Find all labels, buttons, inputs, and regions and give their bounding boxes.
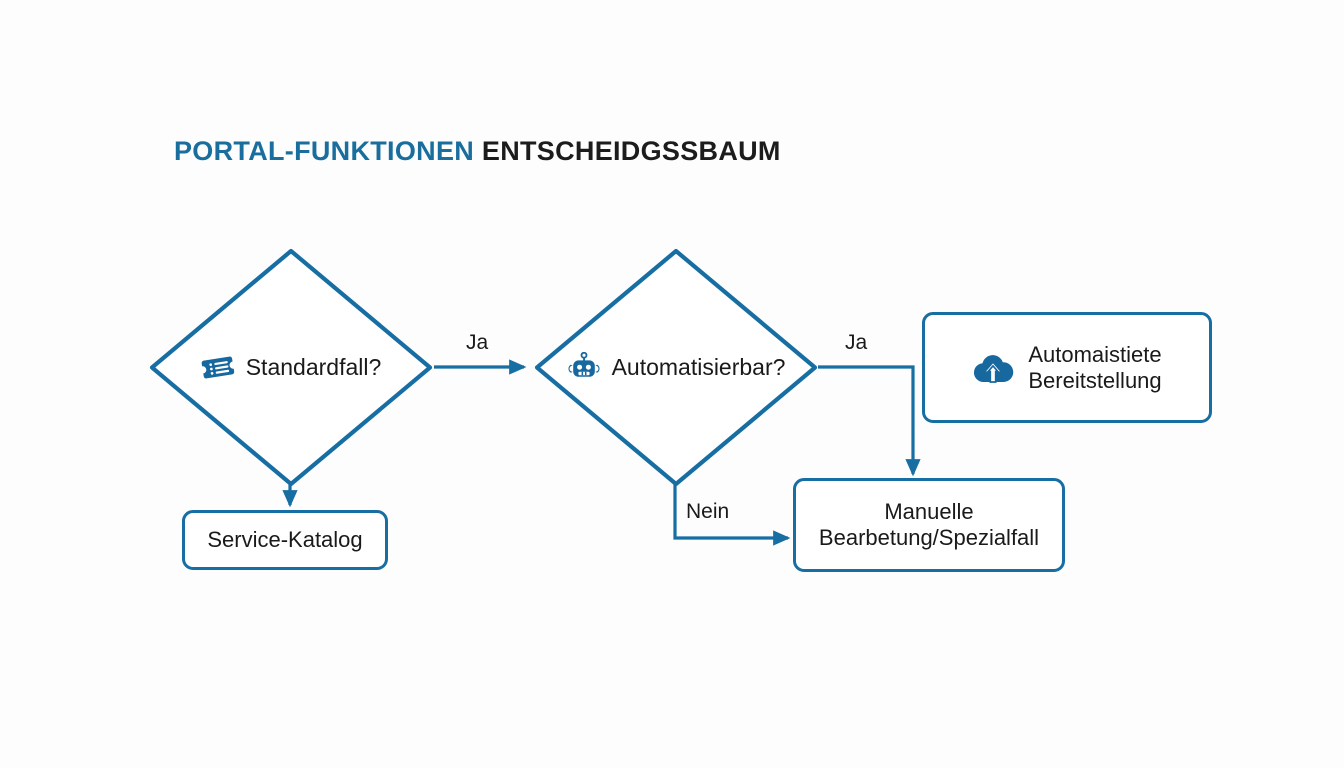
label-line-2: Bereitstellung — [1028, 367, 1162, 393]
node-automatisierbar[interactable]: Automatisierbar? — [531, 245, 821, 490]
node-label-automatisierbar: Automatisierbar? — [611, 354, 786, 380]
label-line-1: Automaistiete — [1028, 341, 1162, 367]
node-manuelle-bearbeitung[interactable]: Manuelle Bearbetung/Spezialfall — [793, 478, 1065, 572]
node-automaistiete-bereitstellung[interactable]: Automaistiete Bereitstellung — [922, 312, 1212, 423]
page-title: PORTAL-FUNKTIONEN ENTSCHEIDGSSBAUM — [174, 138, 781, 165]
edge-label-automatisierbar-nein: Nein — [686, 500, 730, 523]
node-label-service-katalog: Service-Katalog — [207, 527, 363, 553]
node-service-katalog[interactable]: Service-Katalog — [182, 510, 388, 570]
title-accent: PORTAL-FUNKTIONEN — [174, 136, 475, 166]
node-label-automaistiete-bereitstellung: Automaistiete Bereitstellung — [1028, 342, 1161, 394]
diamond-shape — [149, 248, 433, 487]
edge-label-standardfall-ja: Ja — [466, 331, 489, 354]
ticket-icon — [201, 356, 234, 378]
edge-label-automatisierbar-ja: Ja — [845, 331, 868, 354]
robot-icon — [568, 352, 600, 377]
diamond-shape — [534, 248, 818, 487]
cloud-upload-icon — [974, 354, 1014, 383]
label-line-2: Bearbetung/Spezialfall — [818, 525, 1040, 550]
title-dark: ENTSCHEIDGSSBAUM — [481, 136, 781, 166]
node-standardfall[interactable]: Standardfall? — [146, 245, 436, 490]
edge-automatisierbar-ja-to-manuelle — [818, 365, 921, 477]
label-line-1: Manuelle — [884, 499, 974, 525]
node-label-manuelle-bearbeitung: Manuelle Bearbetung/Spezialfall — [819, 499, 1039, 551]
node-label-standardfall: Standardfall? — [245, 354, 382, 380]
